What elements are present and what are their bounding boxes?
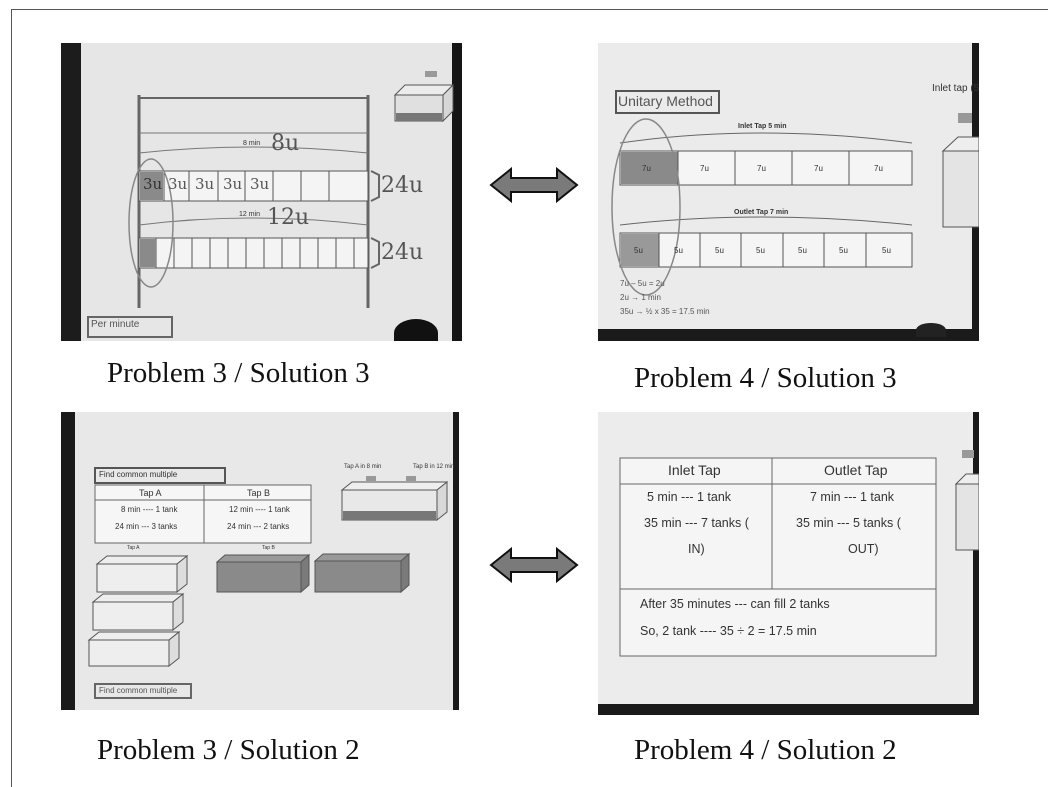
photo-problem3-solution3: 8 min 8u 3u 3u 3u 3u 3u 24u 12 min 12u 2…	[61, 43, 462, 341]
photo-problem3-solution2: Find common multiple Tap A Tap B 8 min -…	[61, 412, 459, 710]
br-outlet-line-2: 35 min --- 5 tanks (	[796, 516, 901, 530]
bl-title: Find common multiple	[99, 470, 178, 479]
tr-outlet-cell-2: 5u	[674, 246, 683, 255]
bl-tank-b-label: Tap B in 12 min	[413, 464, 455, 470]
tl-cell-5: 3u	[250, 175, 270, 193]
bl-group-a: Tap A	[127, 545, 140, 551]
tr-inlet-corner: Inlet tap (5	[932, 83, 979, 94]
tr-inlet-label: Inlet Tap 5 min	[738, 123, 787, 130]
bl-group-b: Tap B	[262, 545, 275, 551]
bl-drawing	[87, 467, 449, 699]
tl-mid-label: 12 min	[239, 211, 261, 218]
br-header-outlet: Outlet Tap	[824, 462, 888, 478]
tl-bottom-label: Per minute	[91, 319, 140, 330]
tr-inlet-cell-2: 7u	[700, 164, 709, 173]
tl-right-2: 24u	[381, 240, 424, 265]
tr-inlet-cell-4: 7u	[814, 164, 823, 173]
person-head	[394, 319, 438, 341]
tr-outlet-label: Outlet Tap 7 min	[734, 209, 789, 216]
tl-cell-4: 3u	[223, 175, 243, 193]
bl-a-row-2: 24 min --- 3 tanks	[115, 522, 178, 531]
br-inlet-line-3: IN)	[688, 542, 705, 556]
bl-bottom-label: Find common multiple	[99, 686, 178, 695]
tl-drawing	[128, 71, 455, 308]
bl-a-row-1: 8 min ---- 1 tank	[121, 505, 178, 514]
slide-frame	[11, 9, 1048, 787]
tl-cell-2: 3u	[168, 175, 188, 193]
br-footer-line-2: So, 2 tank ---- 35 ÷ 2 = 17.5 min	[640, 624, 817, 638]
tl-top-hand: 8u	[271, 131, 300, 156]
br-inlet-line-2: 35 min --- 7 tanks (	[644, 516, 749, 530]
br-outlet-line-3: OUT)	[848, 542, 879, 556]
caption-problem3-solution2: Problem 3 / Solution 2	[97, 734, 360, 766]
tr-work-3: 35u → ½ x 35 = 17.5 min	[620, 307, 710, 316]
br-outlet-line-1: 7 min --- 1 tank	[810, 490, 895, 504]
tr-title: Unitary Method	[618, 93, 713, 109]
tr-work-2: 2u → 1 min	[620, 293, 661, 302]
person-head	[916, 323, 946, 337]
tr-outlet-cell-4: 5u	[756, 246, 765, 255]
double-arrow-bottom	[489, 546, 579, 584]
tr-inlet-cell-5: 7u	[874, 164, 883, 173]
bl-b-row-1: 12 min ---- 1 tank	[229, 505, 290, 514]
tr-outlet-cell-6: 5u	[839, 246, 848, 255]
bl-tank-a-label: Tap A in 8 min	[344, 464, 382, 470]
br-inlet-line-1: 5 min --- 1 tank	[647, 490, 732, 504]
tl-right-1: 24u	[381, 173, 424, 198]
bl-b-row-2: 24 min --- 2 tanks	[227, 522, 290, 531]
tr-inlet-cell-1: 7u	[642, 164, 651, 173]
tr-outlet-cell-1: 5u	[634, 246, 643, 255]
tl-cell-3: 3u	[195, 175, 215, 193]
tl-top-label: 8 min	[243, 140, 261, 147]
photo-problem4-solution3: Unitary Method Inlet tap (5 Inlet Tap 5 …	[598, 43, 979, 341]
bl-col-b: Tap B	[247, 488, 271, 498]
photo-problem4-solution2: Inlet Tap Outlet Tap 5 min --- 1 tank 35…	[598, 412, 979, 715]
tr-work-1: 7u – 5u = 2u	[620, 279, 665, 288]
double-arrow-top	[489, 166, 579, 204]
bl-col-a: Tap A	[139, 488, 162, 498]
br-footer-line-1: After 35 minutes --- can fill 2 tanks	[640, 597, 830, 611]
br-drawing	[619, 450, 979, 657]
caption-problem3-solution3: Problem 3 / Solution 3	[107, 357, 370, 389]
caption-problem4-solution3: Problem 4 / Solution 3	[634, 362, 897, 394]
tr-inlet-cell-3: 7u	[757, 164, 766, 173]
tl-mid-hand: 12u	[267, 205, 310, 230]
tl-cell-1: 3u	[143, 175, 163, 193]
tr-drawing	[611, 90, 979, 296]
caption-problem4-solution2: Problem 4 / Solution 2	[634, 734, 897, 766]
tr-outlet-cell-3: 5u	[715, 246, 724, 255]
tr-outlet-cell-5: 5u	[798, 246, 807, 255]
tr-outlet-cell-7: 5u	[882, 246, 891, 255]
tl-bottom-box	[87, 316, 173, 338]
br-header-inlet: Inlet Tap	[668, 462, 721, 478]
